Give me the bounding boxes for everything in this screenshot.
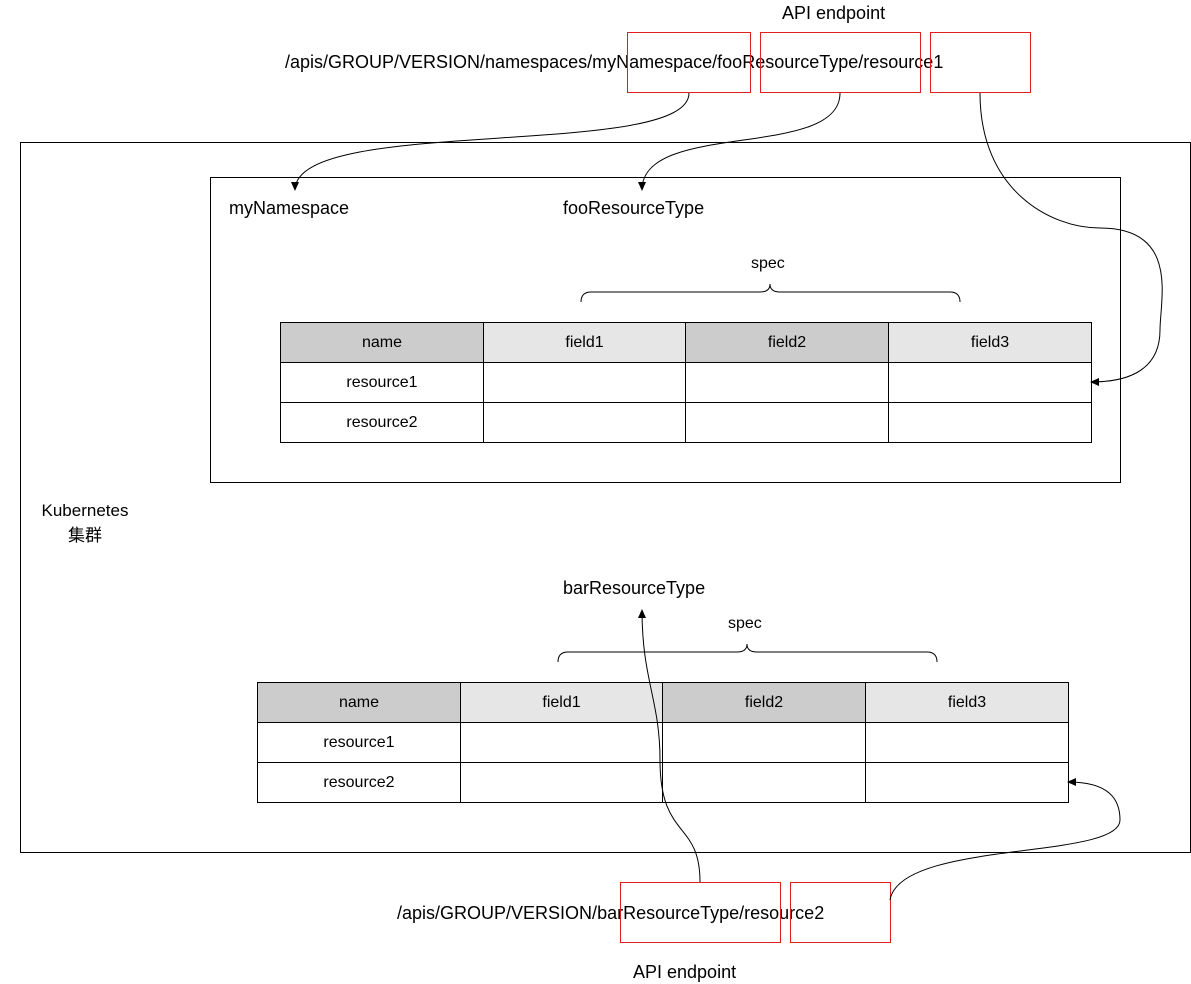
foo-spec-label: spec [751,255,785,272]
table-cell [685,402,889,443]
foo-resource-type-label: fooResourceType [563,198,705,218]
table-row: resource1 [280,362,1092,403]
table-header-row: name field1 field2 field3 [257,682,1069,723]
bar-resource-table: name field1 field2 field3 resource1 reso… [257,682,1069,803]
top-endpoint-title: API endpoint [782,3,886,23]
table-cell [865,762,1069,803]
table-header-field1: field1 [460,682,663,723]
table-header-field3: field3 [865,682,1069,723]
table-header-field2: field2 [662,682,866,723]
bar-resource-type-label: barResourceType [563,578,706,598]
top-endpoint-resource: resource1 [863,52,944,72]
top-resource-type-highlight [760,32,921,93]
bottom-endpoint-prefix: /apis/GROUP/VERSION/ [397,903,598,923]
table-cell [888,362,1092,403]
bottom-endpoint-resource-type: barResourceType [597,903,740,923]
table-cell [685,362,889,403]
table-row: resource1 [257,722,1069,763]
table-cell [662,722,866,763]
table-cell [483,362,686,403]
bottom-endpoint-sep: / [739,903,745,923]
table-cell [888,402,1092,443]
top-endpoint-resource-type: fooResourceType [717,52,859,72]
table-header-field3: field3 [888,322,1092,363]
table-row: resource2 [280,402,1092,443]
bottom-resource-type-highlight [620,882,781,943]
cluster-label-line1: Kubernetes [41,501,129,520]
top-endpoint-namespace: myNamespace [592,52,713,72]
table-cell [662,762,866,803]
table-header-name: name [280,322,484,363]
bottom-endpoint-path: /apis/GROUP/VERSION/barResourceType/reso… [397,903,824,924]
top-endpoint-sep2: / [858,52,864,72]
table-row: resource2 [257,762,1069,803]
table-cell [460,762,663,803]
bar-spec-label: spec [728,615,762,632]
table-header-name: name [257,682,461,723]
namespace-label: myNamespace [229,198,350,218]
cluster-label-line2: 集群 [68,526,102,545]
table-cell: resource1 [280,362,484,403]
table-cell [460,722,663,763]
bottom-resource-highlight [790,882,891,943]
table-header-field2: field2 [685,322,889,363]
top-resource-highlight [930,32,1031,93]
bottom-endpoint-title: API endpoint [633,962,737,982]
top-endpoint-sep1: / [712,52,718,72]
table-cell: resource2 [280,402,484,443]
table-header-row: name field1 field2 field3 [280,322,1092,363]
table-cell [865,722,1069,763]
top-endpoint-path: /apis/GROUP/VERSION/namespaces/myNamespa… [285,52,943,73]
top-namespace-highlight [627,32,751,93]
table-cell: resource1 [257,722,461,763]
cluster-label: Kubernetes 集群 [34,501,136,546]
top-endpoint-prefix: /apis/GROUP/VERSION/namespaces/ [285,52,593,72]
foo-resource-table: name field1 field2 field3 resource1 reso… [280,322,1092,443]
bottom-endpoint-resource: resource2 [744,903,825,923]
table-header-field1: field1 [483,322,686,363]
table-cell: resource2 [257,762,461,803]
table-cell [483,402,686,443]
